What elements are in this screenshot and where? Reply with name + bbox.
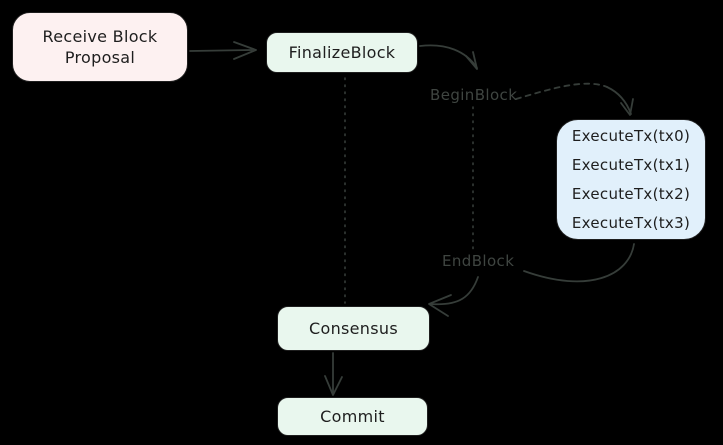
arrow-finalize-to-beginblock (419, 44, 478, 69)
node-consensus-label: Consensus (309, 319, 398, 338)
node-execute-tx: ExecuteTx(tx0) ExecuteTx(tx1) ExecuteTx(… (556, 119, 706, 240)
node-commit: Commit (277, 397, 428, 436)
arrow-beginblock-to-execute-dashed (515, 82, 608, 100)
node-commit-label: Commit (320, 407, 385, 426)
arrow-receive-to-finalize (189, 49, 253, 52)
arrowhead-finalize-to-beginblock (465, 51, 478, 70)
node-finalize-block: FinalizeBlock (266, 32, 418, 73)
arrowhead-consensus-to-commit (324, 375, 343, 396)
arrow-execute-to-endblock (523, 243, 635, 283)
execute-tx-line: ExecuteTx(tx1) (571, 155, 691, 174)
node-finalize-block-label: FinalizeBlock (288, 43, 396, 62)
begin-block-label: BeginBlock (430, 86, 518, 104)
arrowhead-beginblock-to-execute (620, 98, 634, 116)
arrow-beginblock-to-execute-solid (606, 86, 632, 115)
execute-tx-line: ExecuteTx(tx3) (571, 213, 691, 232)
arrow-endblock-to-consensus (430, 276, 479, 306)
arrowhead-receive-to-finalize (233, 41, 257, 60)
end-block-label: EndBlock (442, 252, 515, 270)
node-receive-block-proposal: Receive Block Proposal (12, 12, 188, 82)
node-consensus: Consensus (277, 306, 430, 351)
arrowhead-endblock-to-consensus (428, 294, 452, 317)
execute-tx-line: ExecuteTx(tx2) (571, 184, 691, 203)
node-receive-block-proposal-label: Receive Block Proposal (42, 27, 158, 67)
execute-tx-line: ExecuteTx(tx0) (571, 126, 691, 145)
